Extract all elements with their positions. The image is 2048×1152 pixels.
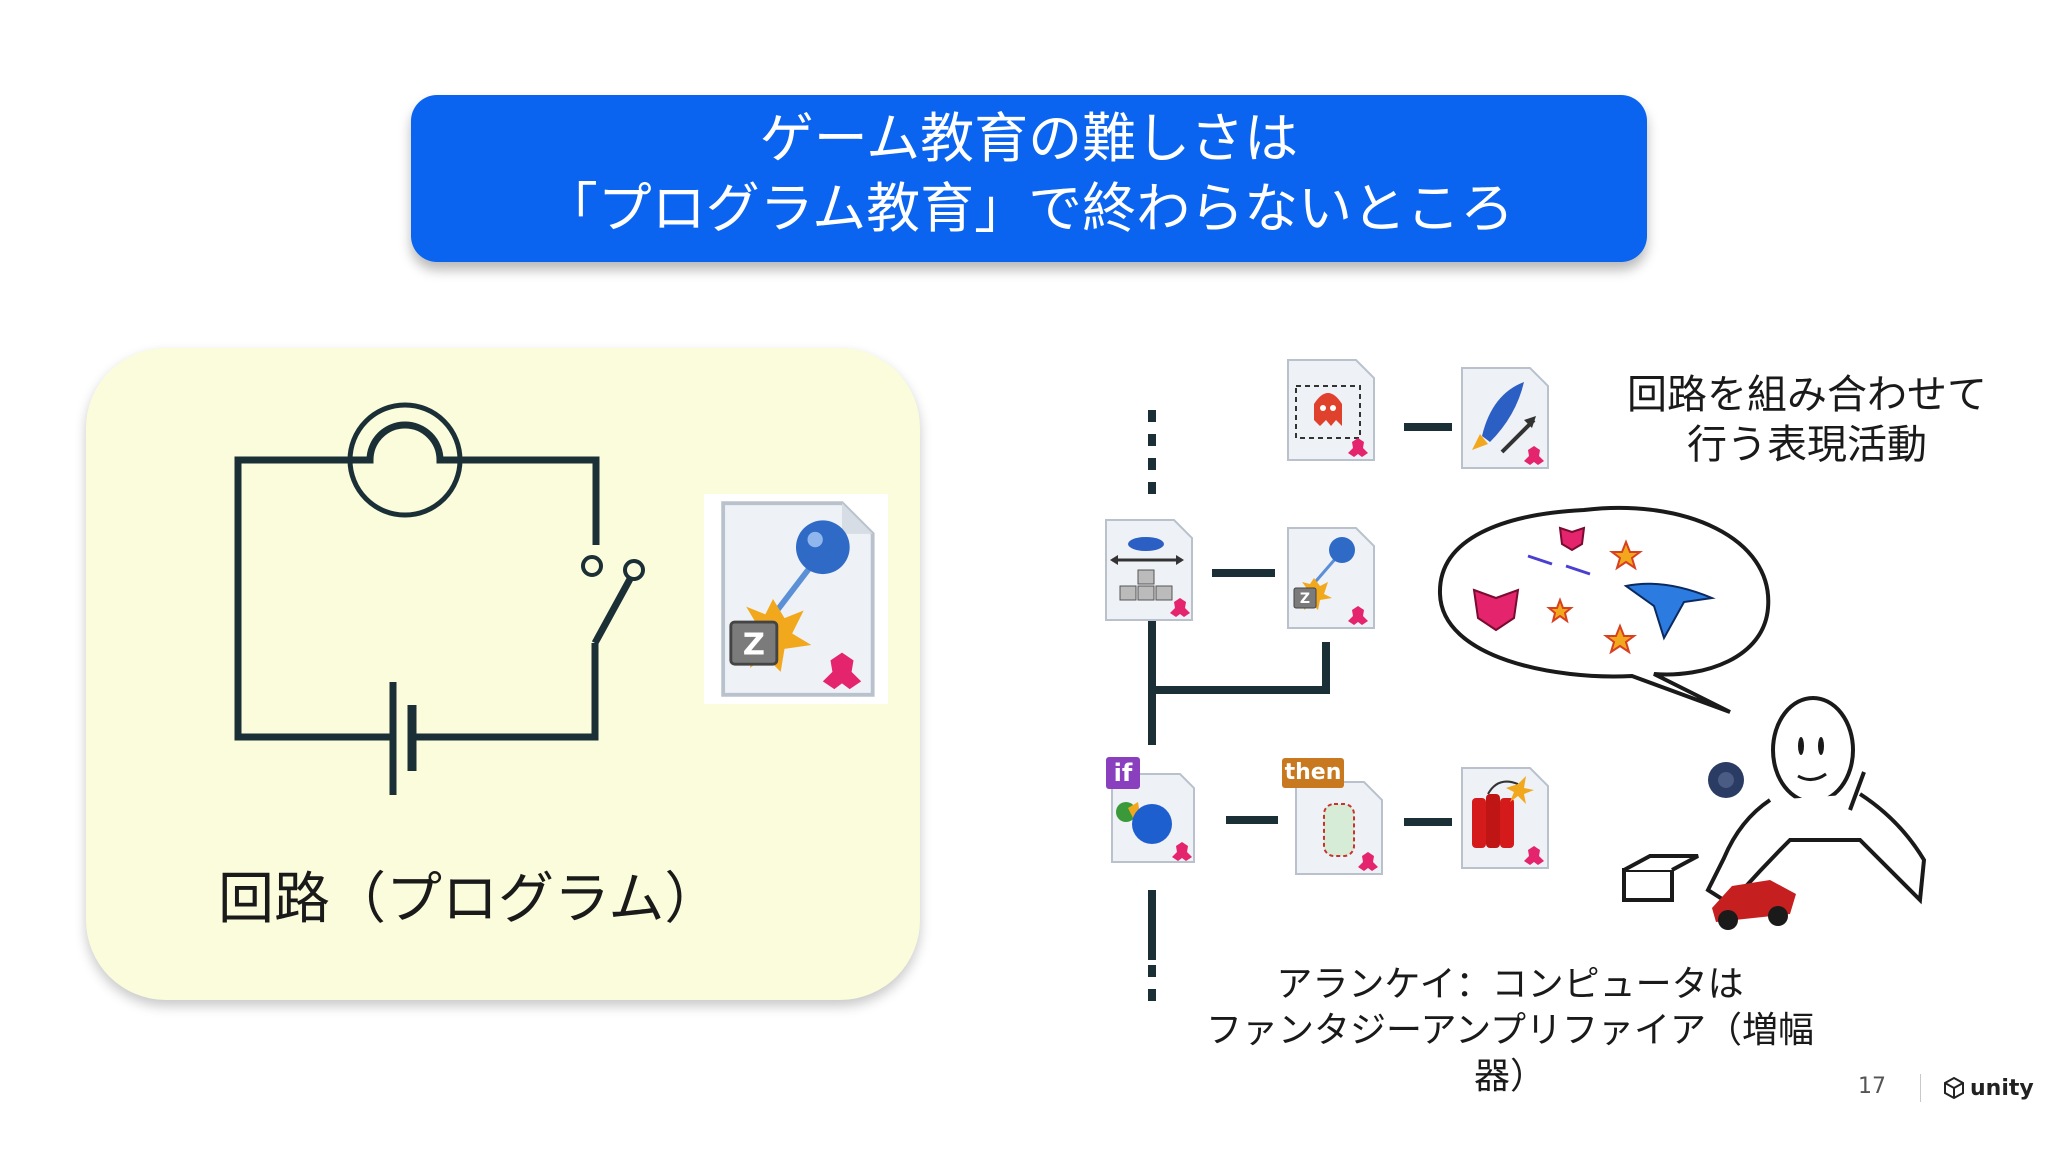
expression-text-line-2: 行う表現活動 (1687, 422, 1927, 468)
dynamite-tile (1458, 764, 1554, 872)
child-playing-illustration (1622, 696, 1927, 930)
monster-tile (1284, 356, 1380, 464)
unity-logo: unity (1942, 1074, 2034, 1102)
switch-lever (591, 577, 634, 645)
title-banner: ゲーム教育の難しさは 「プログラム教育」で終わらないところ (411, 95, 1647, 262)
expression-text-line-1: 回路を組み合わせて (1627, 372, 1987, 418)
wire-right (412, 643, 599, 741)
circuit-caption: 回路（プログラム） (218, 867, 721, 932)
if-collision-tile (1104, 758, 1200, 866)
program-flow-diagram (1148, 410, 1452, 1010)
star-icon-1 (1609, 539, 1643, 571)
wire-bottom-left (234, 657, 393, 741)
title-line-1: ゲーム教育の難しさは (759, 107, 1299, 170)
alan-kay-quote-line-1: アランケイ：コンピュータは (1276, 964, 1744, 1005)
then-tag-label: then (1284, 760, 1342, 785)
unity-wordmark: unity (1970, 1075, 2034, 1101)
svg-text:Z: Z (743, 628, 765, 663)
star-icon-2 (1546, 597, 1574, 624)
mask-icon (1472, 588, 1520, 632)
footer-divider (1920, 1074, 1921, 1102)
wire-top (234, 456, 350, 662)
svg-text:Z: Z (1300, 591, 1310, 607)
expression-text: 回路を組み合わせて 行う表現活動 (1612, 370, 2002, 470)
alan-kay-quote: アランケイ：コンピュータは ファンタジーアンプリファイア（増幅器） (1180, 962, 1840, 1100)
arrow-keys-tile (1102, 516, 1198, 624)
attack-key-tile-large: Z (704, 494, 888, 704)
switch-contact-left (581, 555, 603, 577)
then-tile (1292, 770, 1388, 878)
circuit-diagram (234, 402, 645, 795)
spaceship-icon (1623, 582, 1716, 641)
if-tag-label: if (1113, 759, 1133, 787)
small-mask-icon (1558, 526, 1586, 552)
imagination-bubble (1437, 505, 1771, 714)
then-tag: then (1282, 758, 1344, 788)
switch-contact-right (623, 559, 645, 581)
page-number: 17 (1858, 1074, 1886, 1099)
flow-branch (1152, 642, 1330, 694)
title-line-2: 「プログラム教育」で終わらないところ (543, 177, 1515, 240)
unity-cube-icon (1944, 1076, 1964, 1100)
if-tag: if (1106, 757, 1140, 789)
wire-top-right (460, 456, 600, 545)
lamp-filament (350, 421, 460, 464)
attack-key-tile: Z (1284, 524, 1380, 632)
star-icon-3 (1603, 623, 1637, 655)
alan-kay-quote-line-2: ファンタジーアンプリファイア（増幅器） (1205, 1010, 1815, 1097)
rocket-tile (1458, 364, 1554, 472)
